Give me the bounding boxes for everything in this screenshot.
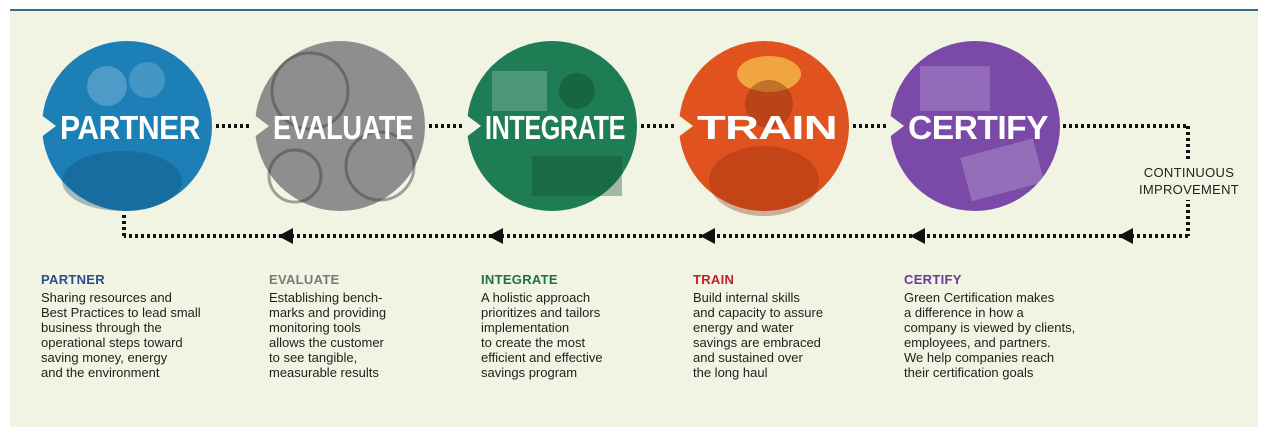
evaluate-body: Establishing bench- marks and providing … bbox=[269, 290, 387, 380]
document-icon bbox=[920, 66, 990, 111]
integrate-description: INTEGRATE A holistic approach prioritize… bbox=[481, 272, 686, 380]
evaluate-heading: EVALUATE bbox=[269, 272, 340, 287]
partner-description: PARTNER Sharing resources and Best Pract… bbox=[41, 272, 246, 380]
train-circle bbox=[679, 41, 849, 211]
document-icon bbox=[960, 138, 1045, 202]
evaluate-step: EVALUATE bbox=[253, 41, 425, 211]
certify-circle-label: CERTIFY bbox=[908, 109, 1048, 146]
partner-heading: PARTNER bbox=[41, 272, 105, 287]
left-arrow-icon bbox=[488, 228, 503, 244]
train-step: TRAIN bbox=[677, 41, 849, 216]
integrate-circle-label: INTEGRATE bbox=[485, 109, 625, 146]
left-arrow-icon bbox=[700, 228, 715, 244]
table-shape bbox=[62, 151, 182, 211]
partner-step: PARTNER bbox=[40, 41, 212, 211]
left-arrow-icon bbox=[1118, 228, 1133, 244]
equipment-body bbox=[532, 156, 622, 196]
person-head-icon bbox=[87, 66, 127, 106]
evaluate-notch bbox=[253, 114, 269, 138]
dial-icon bbox=[344, 130, 416, 202]
certify-heading: CERTIFY bbox=[904, 272, 962, 287]
evaluate-circle-label: EVALUATE bbox=[273, 109, 413, 146]
person-body bbox=[709, 146, 819, 216]
person-head-icon bbox=[559, 73, 595, 109]
equipment-panel bbox=[492, 71, 547, 111]
integrate-heading: INTEGRATE bbox=[481, 272, 558, 287]
partner-body: Sharing resources and Best Practices to … bbox=[41, 290, 201, 380]
diagram-panel bbox=[10, 11, 1258, 427]
partner-circle bbox=[42, 41, 212, 211]
top-rule bbox=[10, 9, 1258, 11]
integrate-body: A holistic approach prioritizes and tail… bbox=[481, 290, 603, 380]
partner-circle-label: PARTNER bbox=[60, 109, 201, 146]
train-notch bbox=[677, 114, 693, 138]
integrate-circle bbox=[467, 41, 637, 211]
train-body: Build internal skills and capacity to as… bbox=[693, 290, 824, 380]
train-circle-label: TRAIN bbox=[697, 109, 837, 146]
dial-icon bbox=[267, 148, 323, 204]
person-head-icon bbox=[129, 62, 165, 98]
integrate-step: INTEGRATE bbox=[465, 41, 637, 211]
certify-body: Green Certification makes a difference i… bbox=[904, 290, 1076, 380]
partner-notch bbox=[40, 114, 56, 138]
person-head-icon bbox=[745, 80, 793, 128]
hardhat-icon bbox=[737, 56, 801, 92]
integrate-notch bbox=[465, 114, 481, 138]
certify-step: CERTIFY bbox=[888, 41, 1060, 211]
evaluate-circle bbox=[255, 41, 425, 211]
left-arrow-icon bbox=[910, 228, 925, 244]
certify-circle bbox=[890, 41, 1060, 211]
certify-description: CERTIFY Green Certification makes a diff… bbox=[904, 272, 1109, 380]
train-heading: TRAIN bbox=[693, 272, 735, 287]
evaluate-description: EVALUATE Establishing bench- marks and p… bbox=[269, 272, 474, 380]
continuous-improvement-text: CONTINUOUS IMPROVEMENT bbox=[1138, 165, 1240, 197]
train-description: TRAIN Build internal skills and capacity… bbox=[693, 272, 898, 380]
left-arrow-icon bbox=[278, 228, 293, 244]
certify-notch bbox=[888, 114, 904, 138]
continuous-improvement-label: CONTINUOUS IMPROVEMENT bbox=[1124, 162, 1254, 200]
dial-icon bbox=[270, 51, 350, 131]
